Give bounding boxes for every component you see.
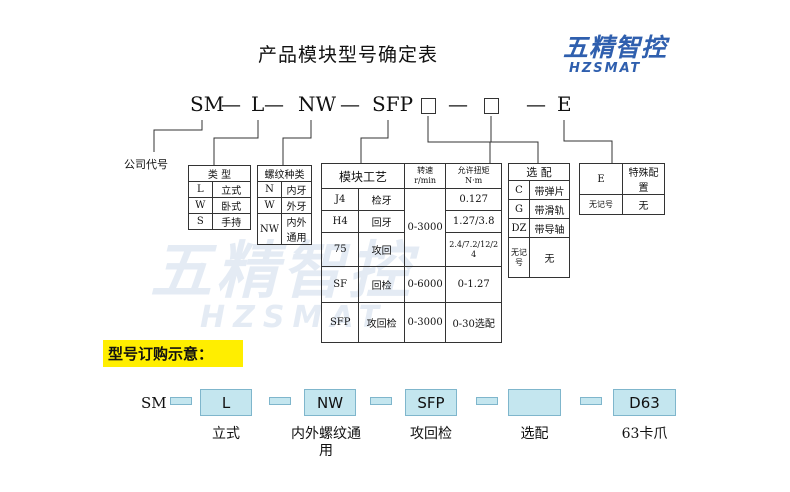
order-connector bbox=[580, 397, 602, 405]
speed-header-label: 转速 bbox=[417, 166, 434, 175]
table-cell: 特殊配置 bbox=[622, 163, 665, 195]
page-title: 产品模块型号确定表 bbox=[258, 44, 439, 66]
table-cell: 回检 bbox=[358, 266, 405, 303]
table-cell: 内外通用 bbox=[281, 213, 312, 245]
connector-line bbox=[490, 116, 539, 163]
table-cell: 攻回检 bbox=[358, 302, 405, 343]
table-cell: 卧式 bbox=[211, 197, 252, 214]
code-placeholder-box bbox=[421, 98, 436, 114]
table-cell: S bbox=[188, 213, 213, 230]
order-box-module: SFP bbox=[405, 389, 457, 416]
order-box-type: L bbox=[200, 389, 252, 416]
order-section-title: 型号订购示意： bbox=[103, 340, 243, 367]
code-l: L bbox=[251, 92, 265, 116]
table-cell: 0-3000 bbox=[403, 302, 447, 343]
order-label: 攻回检 bbox=[410, 426, 452, 442]
table-cell: 0-3000 bbox=[403, 188, 447, 267]
order-prefix: SM bbox=[141, 394, 167, 412]
table-cell: DZ bbox=[508, 218, 530, 238]
order-connector bbox=[269, 397, 291, 405]
order-box-thread: NW bbox=[304, 389, 356, 416]
code-dash: — bbox=[340, 92, 360, 116]
table-cell: 外牙 bbox=[281, 197, 312, 214]
logo-main-text: 五精智控 bbox=[563, 33, 668, 62]
code-dash: — bbox=[264, 92, 284, 116]
table-cell: SF bbox=[320, 266, 360, 303]
table-cell: 带弹片 bbox=[529, 180, 570, 200]
company-code-label: 公司代号 bbox=[124, 158, 168, 171]
table-cell: 0-6000 bbox=[403, 266, 447, 303]
table-cell: 无记号 bbox=[508, 237, 530, 278]
table-cell: N bbox=[256, 181, 283, 198]
table-cell: 0.127 bbox=[445, 188, 502, 211]
connector-line bbox=[427, 116, 491, 163]
speed-unit: r/min bbox=[414, 176, 437, 185]
order-connector bbox=[370, 397, 392, 405]
order-box-option bbox=[508, 389, 561, 416]
order-connector bbox=[476, 397, 498, 405]
code-nw: NW bbox=[298, 92, 337, 116]
table-cell: 无 bbox=[529, 237, 570, 278]
table-cell: 75 bbox=[320, 232, 360, 267]
connector-line bbox=[153, 120, 203, 152]
order-label: 内外螺纹通用 bbox=[291, 426, 361, 459]
connector-line bbox=[282, 120, 312, 165]
table-cell: G bbox=[508, 199, 530, 219]
order-label: 选配 bbox=[520, 426, 549, 442]
table-cell: SFP bbox=[320, 302, 360, 343]
table-cell: J4 bbox=[320, 188, 360, 211]
code-placeholder-box bbox=[484, 98, 499, 114]
code-sfp: SFP bbox=[372, 92, 414, 116]
table-cell: C bbox=[508, 180, 530, 200]
table-cell: 内牙 bbox=[281, 181, 312, 198]
table-cell: 立式 bbox=[211, 181, 252, 198]
brand-logo: 五精智控 HZSMAT bbox=[563, 28, 671, 88]
table-cell: 手持 bbox=[211, 213, 252, 230]
table-cell: E bbox=[579, 163, 623, 195]
module-table-header: 模块工艺 bbox=[321, 163, 405, 189]
order-label: 63卡爪 bbox=[621, 426, 668, 442]
table-cell: 0-30选配 bbox=[445, 302, 502, 343]
table-cell: W bbox=[188, 197, 213, 214]
thread-table-header: 螺纹种类 bbox=[257, 165, 312, 182]
table-cell: 无 bbox=[622, 194, 665, 215]
code-sm: SM bbox=[190, 92, 225, 116]
table-cell: 2.4/7.2/12/24 bbox=[445, 232, 502, 267]
table-cell: 攻回 bbox=[358, 232, 405, 267]
torque-header-label: 允许扭矩 bbox=[457, 166, 490, 175]
table-cell: 回牙 bbox=[358, 210, 405, 233]
code-dash: — bbox=[526, 92, 546, 116]
code-e: E bbox=[557, 92, 572, 116]
connector-line bbox=[563, 120, 613, 163]
connector-line bbox=[360, 120, 389, 163]
table-cell: 带滑轨 bbox=[529, 199, 570, 219]
table-cell: 带导轴 bbox=[529, 218, 570, 238]
table-cell: 无记号 bbox=[579, 194, 623, 215]
order-label: 立式 bbox=[212, 426, 240, 442]
code-dash: — bbox=[448, 92, 468, 116]
order-box-extra: D63 bbox=[613, 389, 676, 416]
type-table-header: 类 型 bbox=[188, 165, 251, 182]
code-dash: — bbox=[221, 92, 241, 116]
table-cell: NW bbox=[256, 213, 283, 245]
table-cell: W bbox=[256, 197, 283, 214]
table-cell: H4 bbox=[320, 210, 360, 233]
table-cell: 0-1.27 bbox=[445, 266, 502, 303]
logo-sub-text: HZSMAT bbox=[569, 61, 642, 76]
torque-unit: N·m bbox=[465, 176, 483, 185]
order-connector bbox=[170, 397, 192, 405]
connector-line bbox=[213, 120, 259, 165]
table-cell: 检牙 bbox=[358, 188, 405, 211]
table-cell: L bbox=[188, 181, 213, 198]
table-cell: 1.27/3.8 bbox=[445, 210, 502, 233]
option-table-header: 选 配 bbox=[508, 163, 570, 181]
